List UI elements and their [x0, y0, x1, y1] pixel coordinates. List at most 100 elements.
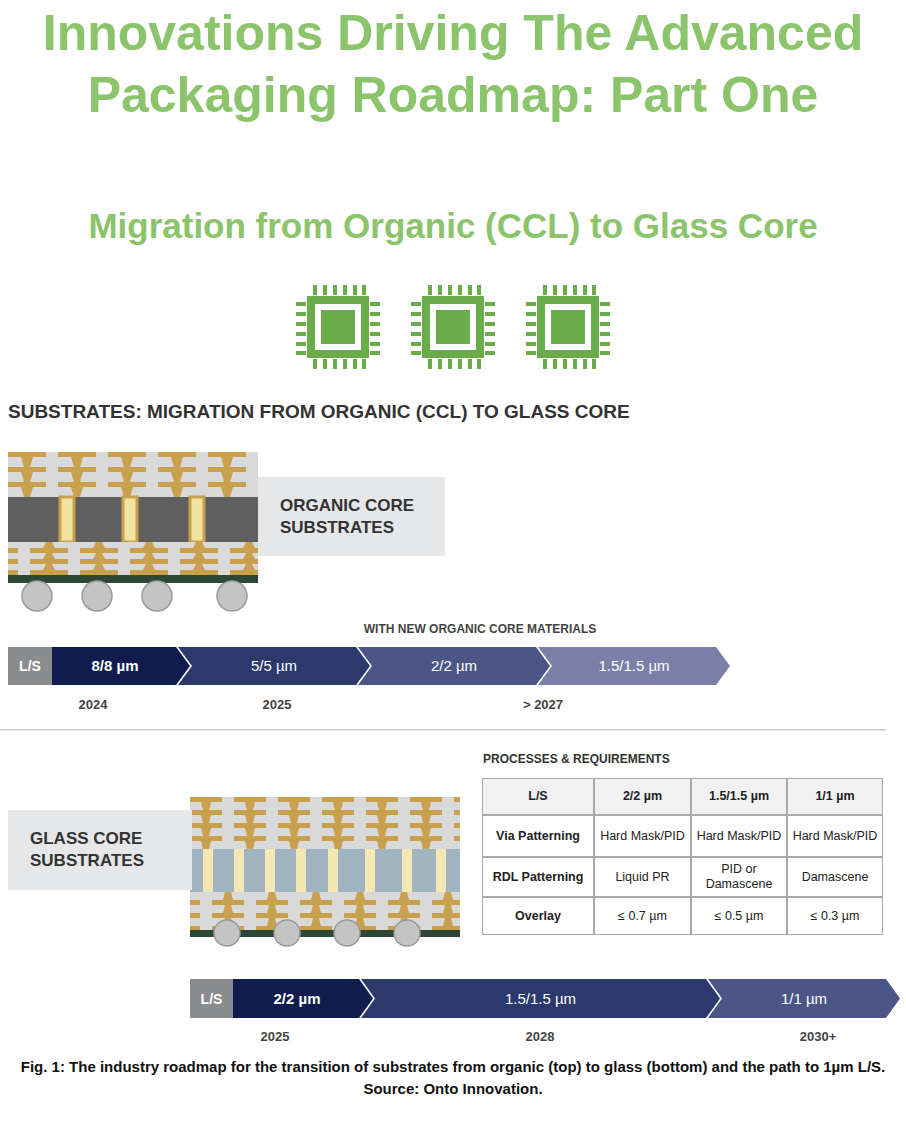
- glass-substrate-drawing: [190, 797, 460, 946]
- table-cell-box: Via Patterning: [482, 815, 594, 857]
- table-cell: RDL Patterning: [493, 870, 584, 885]
- chip-ring: [315, 304, 361, 350]
- chip-die: [551, 310, 585, 344]
- table-cell-box: Liquid PR: [594, 857, 691, 897]
- substrate-label-box: GLASS CORE SUBSTRATES: [8, 810, 192, 890]
- glass-via: [402, 849, 412, 892]
- table-cell: ≤ 0.7 µm: [618, 909, 667, 924]
- chip-ring: [430, 304, 476, 350]
- roadmap-chevron: 1.5/1.5 µm: [361, 979, 720, 1018]
- table-cell-box: RDL Patterning: [482, 857, 594, 897]
- solder-ball: [394, 920, 420, 946]
- year-label: 2025: [225, 1029, 325, 1045]
- chevron-fill: [538, 647, 730, 685]
- table-cell-box: 2/2 µm: [594, 778, 691, 815]
- dielectric-layer: [190, 797, 460, 849]
- trace-layer: [8, 452, 258, 497]
- glass-via: [328, 849, 338, 892]
- table-cell-box: PID or Damascene: [691, 857, 787, 897]
- glass-via: [265, 849, 275, 892]
- table-cell-box: ≤ 0.3 µm: [787, 897, 883, 935]
- chip-ring: [545, 304, 591, 350]
- solder-ball: [274, 920, 300, 946]
- trace-layer: [190, 797, 460, 849]
- chip-pins: [526, 285, 610, 369]
- dielectric-layer: [8, 452, 258, 497]
- glass-via: [436, 849, 446, 892]
- table-cell: Overlay: [515, 909, 561, 924]
- trace-layer: [8, 542, 258, 575]
- core-via: [123, 497, 137, 542]
- dielectric-layer: [8, 542, 258, 575]
- table-cell-box: 1/1 µm: [787, 778, 883, 815]
- organic-substrate-drawing: [8, 452, 258, 611]
- ls-tag: L/S: [8, 647, 52, 685]
- bar-note: WITH NEW ORGANIC CORE MATERIALS: [290, 622, 670, 636]
- chevron-fill: [358, 647, 550, 685]
- core-via: [190, 497, 204, 542]
- chevron-fill: [361, 979, 720, 1018]
- table-cell: 2/2 µm: [623, 789, 662, 804]
- year-label: 2024: [43, 697, 143, 713]
- ls-tag: L/S: [190, 979, 233, 1018]
- table-cell: Liquid PR: [615, 870, 669, 885]
- table-cell-box: 1.5/1.5 µm: [691, 778, 787, 815]
- solder-ball: [82, 581, 112, 611]
- glass-via: [234, 849, 244, 892]
- roadmap-chevron: 5/5 µm: [178, 647, 370, 685]
- solder-ball: [217, 581, 247, 611]
- substrate-label-box: ORGANIC CORE SUBSTRATES: [258, 477, 445, 556]
- table-cell-box: ≤ 0.5 µm: [691, 897, 787, 935]
- table-cell: ≤ 0.3 µm: [811, 909, 860, 924]
- solder-ball: [22, 581, 52, 611]
- table-cell: 1.5/1.5 µm: [709, 789, 769, 804]
- table-cell: ≤ 0.5 µm: [715, 909, 764, 924]
- solder-mask: [8, 575, 258, 583]
- chip-icon: [411, 285, 495, 369]
- page-title: Innovations Driving The Advanced Packagi…: [6, 2, 900, 126]
- figure-caption: Fig. 1: The industry roadmap for the tra…: [12, 1056, 894, 1100]
- roadmap-chevron: 2/2 µm: [358, 647, 550, 685]
- chip-icon: [296, 285, 380, 369]
- table-cell: Hard Mask/PID: [697, 829, 782, 844]
- organic-core: [8, 497, 258, 542]
- section-heading: SUBSTRATES: MIGRATION FROM ORGANIC (CCL)…: [8, 400, 868, 423]
- chip-icon: [526, 285, 610, 369]
- table-cell: Hard Mask/PID: [793, 829, 878, 844]
- chip-die: [321, 310, 355, 344]
- line-space-value: L/S: [201, 990, 223, 1008]
- table-cell: L/S: [528, 789, 547, 804]
- page-subtitle: Migration from Organic (CCL) to Glass Co…: [6, 205, 900, 247]
- glass-via: [365, 849, 375, 892]
- substrate-label: ORGANIC CORE SUBSTRATES: [280, 495, 435, 539]
- chip-die: [436, 310, 470, 344]
- table-cell-box: Hard Mask/PID: [691, 815, 787, 857]
- roadmap-chevron: 1/1 µm: [708, 979, 900, 1018]
- line-space-value: L/S: [19, 657, 41, 675]
- solder-ball: [214, 920, 240, 946]
- line-space-value: 2/2 µm: [274, 989, 321, 1009]
- line-space-value: 8/8 µm: [92, 656, 139, 676]
- table-cell-box: Damascene: [787, 857, 883, 897]
- chevron-fill: [178, 647, 370, 685]
- table-cell: Via Patterning: [496, 829, 580, 844]
- glass-via: [203, 849, 213, 892]
- chip-body: [422, 296, 484, 358]
- line-space-value: 2/2 µm: [431, 656, 477, 676]
- chip-body: [537, 296, 599, 358]
- line-space-value: 1.5/1.5 µm: [505, 989, 576, 1009]
- roadmap-chevron: 8/8 µm: [52, 647, 190, 685]
- core-via: [60, 497, 74, 542]
- line-space-value: 5/5 µm: [251, 656, 297, 676]
- substrate-label: GLASS CORE SUBSTRATES: [30, 828, 182, 872]
- chip-pins: [296, 285, 380, 369]
- chip-body: [307, 296, 369, 358]
- table-cell-box: Hard Mask/PID: [594, 815, 691, 857]
- glass-via: [296, 849, 306, 892]
- line-space-value: 1/1 µm: [781, 989, 827, 1009]
- year-label: 2025: [227, 697, 327, 713]
- chevron-fill: [708, 979, 900, 1018]
- table-cell: Damascene: [802, 870, 869, 885]
